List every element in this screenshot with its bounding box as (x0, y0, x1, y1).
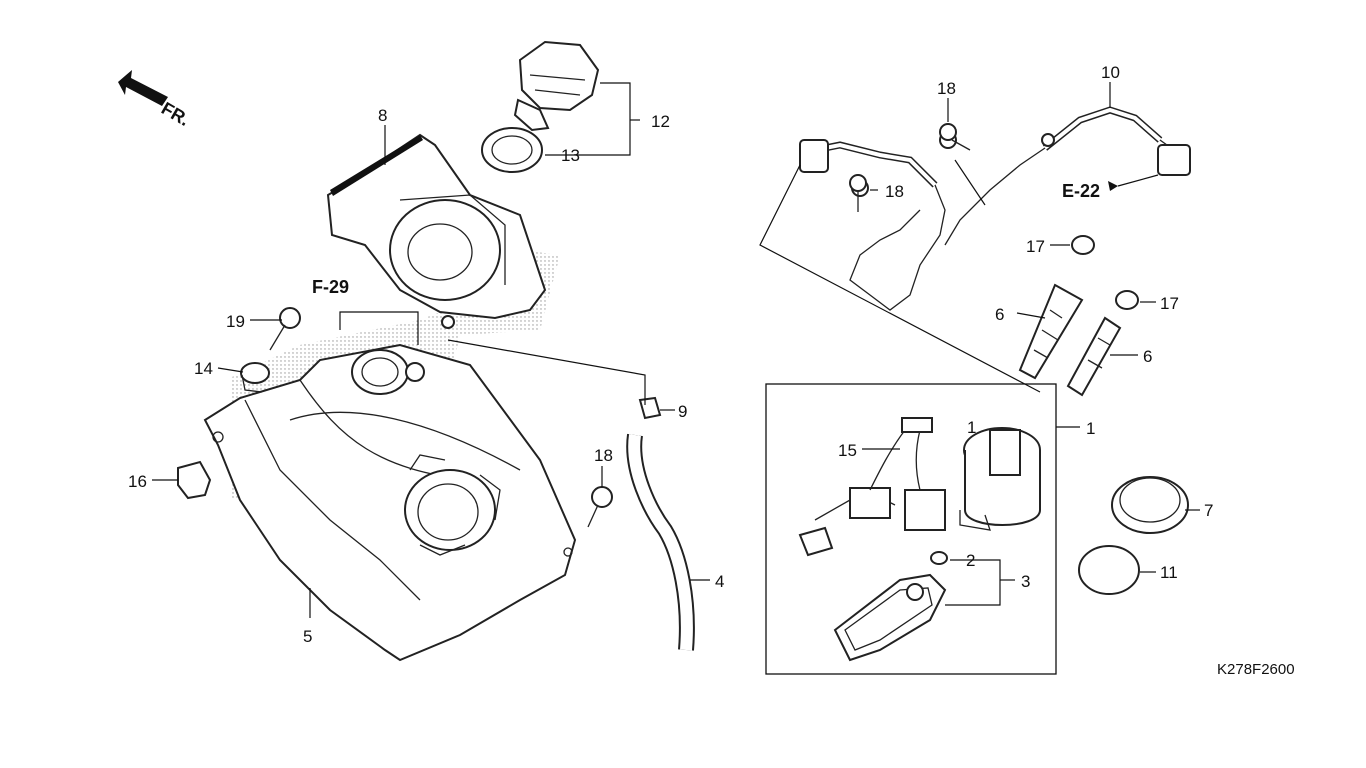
callout-12: 12 (651, 112, 670, 131)
callout-1: 1 (1086, 419, 1095, 438)
bolt-19 (269, 307, 301, 351)
filler-gasket (481, 127, 543, 173)
callout-14: 14 (194, 359, 213, 378)
callout-18-upper: 18 (937, 79, 956, 98)
callout-2: 2 (966, 551, 975, 570)
callout-8: 8 (378, 106, 387, 125)
callout-4: 4 (715, 572, 724, 591)
callout-10: 10 (1101, 63, 1120, 82)
fuel-pump (959, 427, 1041, 531)
callout-7: 7 (1204, 501, 1213, 520)
setting-plate-lower (1066, 316, 1122, 397)
callout-11: 11 (1160, 563, 1178, 582)
callout-17-upper: 17 (1026, 237, 1045, 256)
fuel-tank (203, 343, 577, 662)
e22-arrowhead (1108, 181, 1118, 191)
callout-9: 9 (678, 402, 687, 421)
leader-lines (152, 82, 1200, 618)
setting-plate-upper (1018, 283, 1084, 380)
pump-packing (930, 551, 948, 565)
callout-13: 13 (561, 146, 580, 165)
callout-16: 16 (128, 472, 147, 491)
front-direction-arrow: FR. (118, 70, 193, 130)
callout-6-upper: 6 (995, 305, 1004, 324)
nut-17-upper (1071, 235, 1095, 255)
bolt-18-upper (939, 123, 971, 151)
callout-17-lower: 17 (1160, 294, 1179, 313)
callout-5: 5 (303, 627, 312, 646)
pump-filter (833, 573, 947, 662)
oring-11 (1078, 545, 1140, 595)
nut-17-lower (1115, 290, 1139, 310)
pump-gasket-7 (1111, 476, 1189, 534)
callout-18-tank: 18 (594, 446, 613, 465)
diagram-code: K278F2600 (1217, 661, 1295, 678)
bolt-18-tank (587, 486, 613, 528)
callout-3: 3 (1021, 572, 1030, 591)
collar-14 (240, 362, 270, 393)
callout-6-lower: 6 (1143, 347, 1152, 366)
filler-cap (513, 40, 600, 132)
breather-hose (626, 433, 695, 651)
grommet-16 (177, 460, 212, 500)
callout-18-middle: 18 (885, 182, 904, 201)
bolt-18-middle (849, 174, 867, 212)
filler-tray (326, 133, 547, 329)
callout-15: 15 (838, 441, 857, 460)
hose-clip (638, 396, 662, 420)
fuel-pump-assembly-box (765, 383, 1057, 675)
fuel-level-sender (798, 417, 946, 557)
callout-1: 1 (967, 418, 976, 437)
callout-labels: 1 1 2 3 4 5 6 6 7 8 9 10 11 12 13 14 15 … (128, 63, 1213, 646)
callout-19: 19 (226, 312, 245, 331)
reference-f29: F-29 (312, 277, 349, 297)
reference-e22: E-22 (1062, 181, 1100, 201)
